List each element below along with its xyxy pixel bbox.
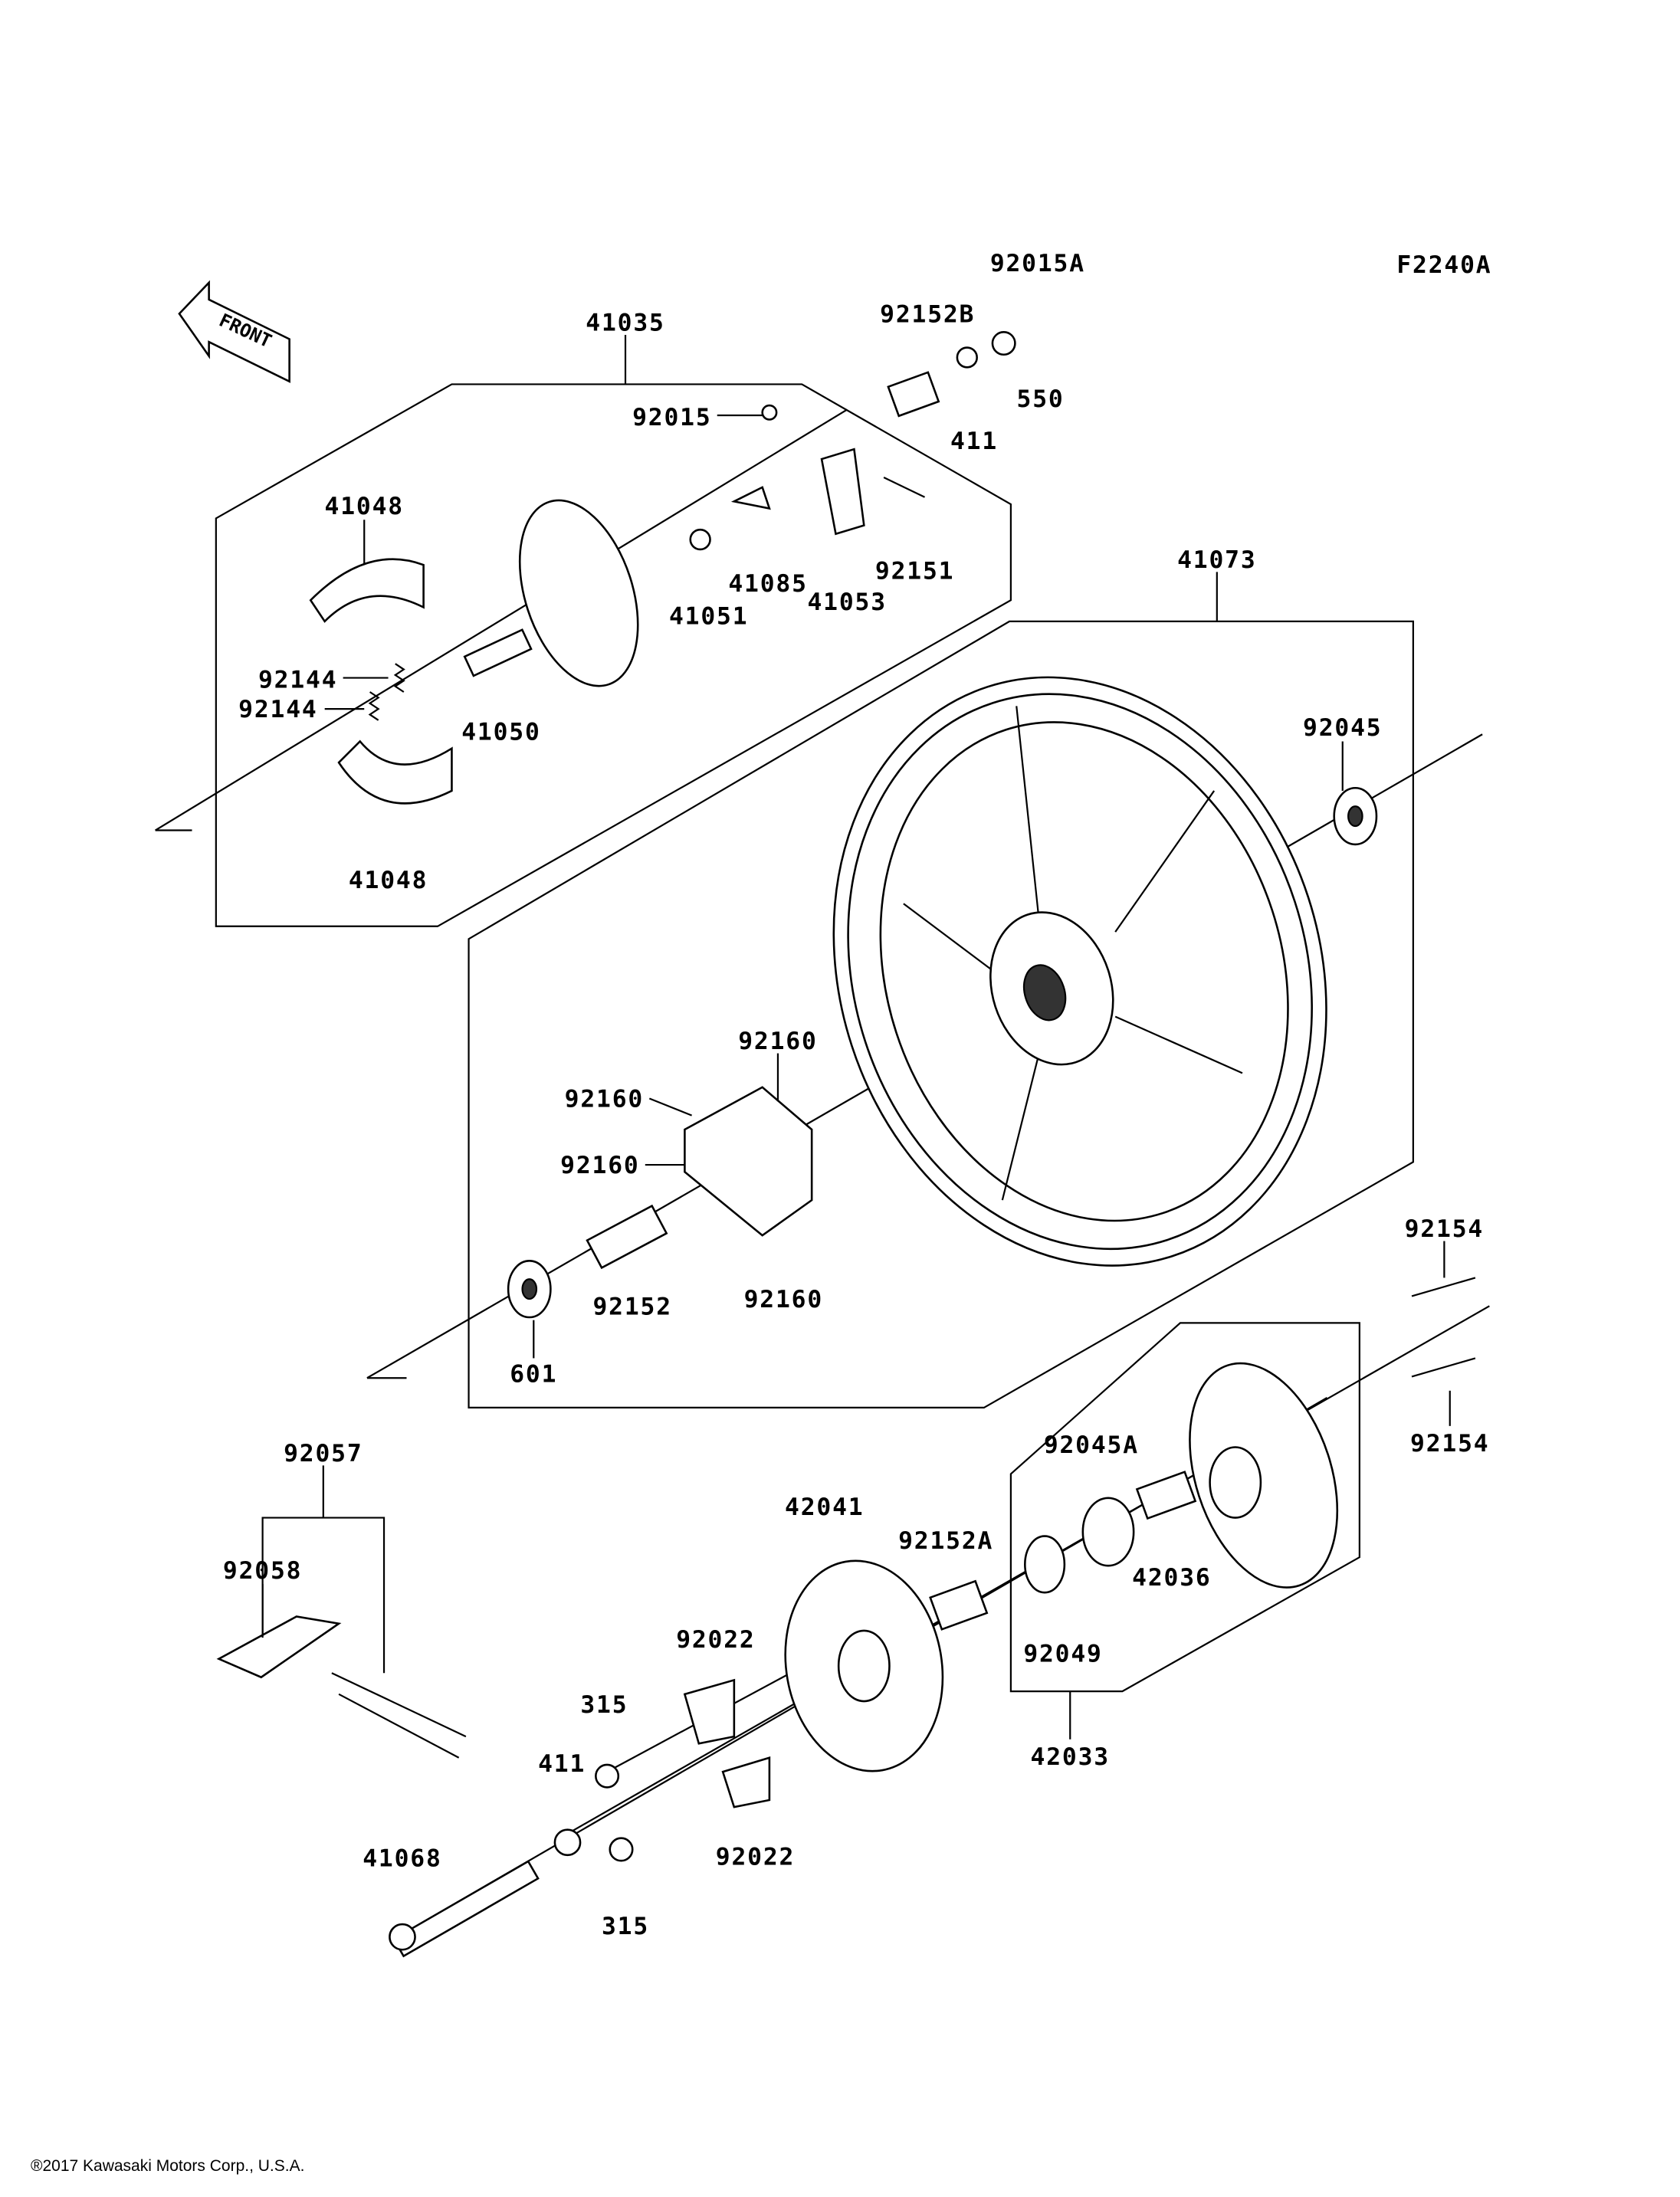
part-label-315[interactable]: 315 (580, 1691, 628, 1719)
part-label-92057[interactable]: 92057 (284, 1440, 363, 1467)
part-label-92152[interactable]: 92152 (593, 1293, 672, 1320)
part-label-92045[interactable]: 92045 (1303, 714, 1382, 742)
part-label-41035[interactable]: 41035 (586, 309, 664, 336)
part-label-41073[interactable]: 41073 (1177, 546, 1256, 574)
part-label-41048[interactable]: 41048 (349, 867, 428, 894)
part-label-92144[interactable]: 92144 (258, 666, 337, 694)
part-label-41053[interactable]: 41053 (807, 589, 886, 616)
part-label-42033[interactable]: 42033 (1031, 1743, 1110, 1771)
part-label-92058[interactable]: 92058 (223, 1557, 302, 1585)
part-label-92152B[interactable]: 92152B (880, 300, 975, 328)
part-label-601[interactable]: 601 (510, 1361, 557, 1389)
part-label-92160[interactable]: 92160 (560, 1152, 639, 1179)
part-label-92152A[interactable]: 92152A (898, 1527, 993, 1555)
leader-lines (261, 334, 1451, 1740)
hub-parts (216, 786, 1476, 1958)
part-label-41085[interactable]: 41085 (728, 570, 807, 598)
part-label-41048[interactable]: 41048 (325, 493, 404, 520)
front-arrow-icon: FRONT (178, 280, 290, 383)
part-label-41051[interactable]: 41051 (669, 603, 748, 631)
brake-parts (309, 330, 1016, 805)
part-label-411[interactable]: 411 (538, 1750, 586, 1778)
part-label-92022[interactable]: 92022 (676, 1626, 755, 1654)
part-label-41050[interactable]: 41050 (461, 719, 540, 746)
part-label-92160[interactable]: 92160 (738, 1028, 817, 1055)
part-label-411[interactable]: 411 (950, 428, 998, 455)
part-label-92144[interactable]: 92144 (238, 696, 317, 723)
part-label-92045A[interactable]: 92045A (1044, 1431, 1139, 1459)
copyright-footer: ®2017 Kawasaki Motors Corp., U.S.A. (31, 2157, 305, 2175)
part-label-315[interactable]: 315 (602, 1913, 649, 1940)
part-label-550[interactable]: 550 (1017, 385, 1065, 413)
part-label-42041[interactable]: 42041 (785, 1494, 864, 1521)
part-label-92049[interactable]: 92049 (1023, 1640, 1102, 1667)
part-label-42036[interactable]: 42036 (1132, 1564, 1211, 1592)
part-number-labels: 92015A 92152B 41035 550 411 92015 41048 92151 41… (223, 250, 1489, 1940)
part-label-92015A[interactable]: 92015A (990, 250, 1085, 277)
wheel (832, 676, 1327, 1267)
part-label-92160[interactable]: 92160 (744, 1286, 823, 1313)
part-label-92154[interactable]: 92154 (1410, 1430, 1489, 1458)
part-label-92154[interactable]: 92154 (1405, 1215, 1484, 1243)
part-label-92151[interactable]: 92151 (875, 558, 954, 585)
diagram-id: F2240A (1396, 251, 1491, 279)
part-label-92160[interactable]: 92160 (565, 1086, 644, 1113)
part-label-92015[interactable]: 92015 (632, 404, 711, 431)
part-label-92022[interactable]: 92022 (716, 1844, 795, 1871)
part-label-41068[interactable]: 41068 (363, 1845, 441, 1873)
